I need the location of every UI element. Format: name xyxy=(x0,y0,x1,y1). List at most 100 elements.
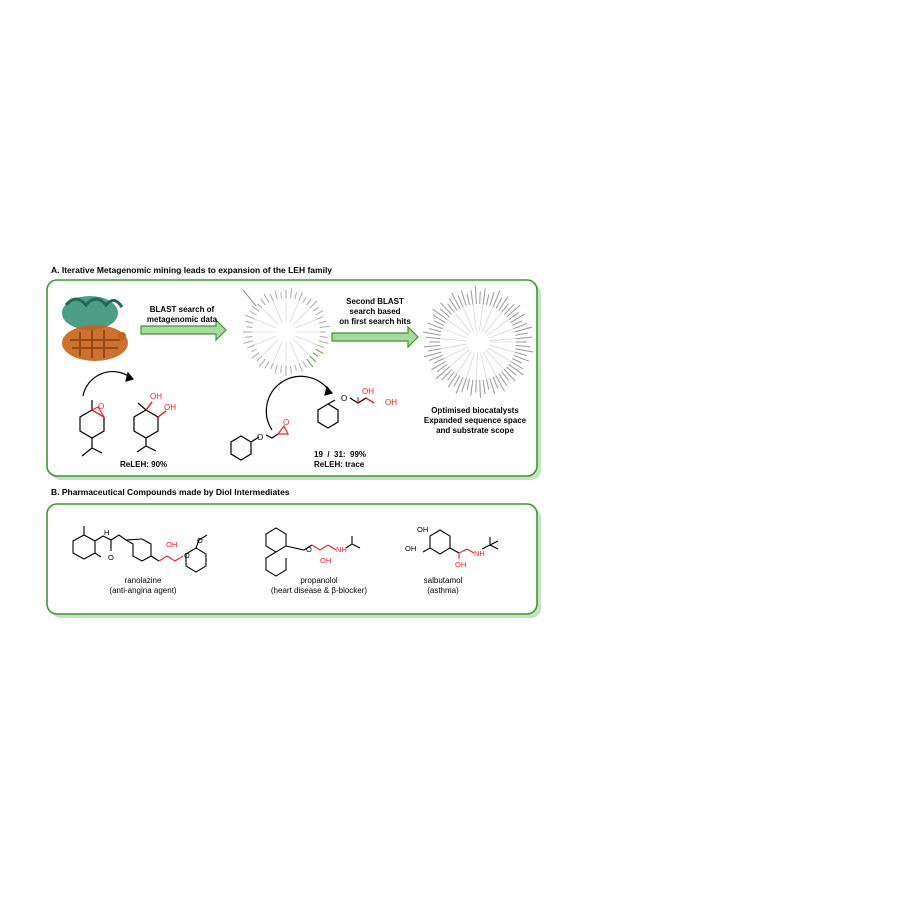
tree-leaf xyxy=(512,358,523,364)
tree-leaf xyxy=(274,364,278,374)
tree-leaf xyxy=(515,344,531,348)
tree-branch xyxy=(261,307,279,325)
tree-leaf xyxy=(457,295,464,308)
arrow1-label-line2: metagenomic data xyxy=(147,315,218,324)
tree-branch xyxy=(272,341,283,364)
tree-leaf xyxy=(461,377,467,392)
tree-leaf xyxy=(515,332,528,336)
tree-leaf xyxy=(503,303,515,315)
tree-leaf xyxy=(482,379,486,394)
reaction2-yield-line1: 19 / 31: 99% xyxy=(314,450,366,459)
propanolol-use: (heart disease & β-blocker) xyxy=(271,586,368,595)
tree-leaf xyxy=(309,300,318,309)
tree-leaf xyxy=(289,288,293,299)
ranolazine-methoxy-o: O xyxy=(197,536,203,545)
tree-leaf xyxy=(269,293,274,301)
salbutamol-name: salbutamol xyxy=(424,576,463,585)
tree-leaf xyxy=(479,291,481,305)
tree-leaf xyxy=(319,325,330,329)
protein-structure-image xyxy=(62,296,128,361)
tree-leaf xyxy=(498,296,509,311)
reaction2-substrate-epoxide-o: O xyxy=(283,418,289,427)
tree-leaf xyxy=(470,290,474,305)
tree-leaf xyxy=(453,375,461,387)
tree-branch xyxy=(465,352,475,379)
tree-leaf xyxy=(247,344,255,349)
tree-leaf xyxy=(512,320,523,326)
reaction-1-scheme xyxy=(79,371,167,457)
tree-leaf xyxy=(309,355,317,363)
tree-leaf xyxy=(495,297,503,309)
tree-leaf xyxy=(289,365,292,374)
tree-leaf xyxy=(492,290,501,308)
tree-leaf xyxy=(447,303,455,313)
tree-leaf xyxy=(427,322,443,330)
propanolol-o: O xyxy=(306,545,312,554)
tree-leaf xyxy=(423,344,441,348)
tree-branch xyxy=(489,338,516,342)
salbutamol-hydroxymethyl-oh: OH xyxy=(405,544,416,553)
propanolol-oh: OH xyxy=(320,556,331,565)
tree-branch xyxy=(254,318,277,329)
tree-leaf xyxy=(447,371,455,381)
tree-branch xyxy=(480,353,487,380)
tree-branch xyxy=(483,351,497,376)
blast-arrow-1 xyxy=(140,318,227,342)
ranolazine-name: ranolazine xyxy=(125,576,162,585)
ranolazine-structure xyxy=(72,526,208,573)
salbutamol-use: (asthma) xyxy=(427,586,459,595)
tree-branch xyxy=(479,304,484,331)
tree-leaf xyxy=(513,323,528,330)
tree-leaf xyxy=(466,378,471,390)
tree-leaf xyxy=(302,361,307,368)
tree-leaf xyxy=(433,320,444,326)
reaction1-yield: ReLEH: 90% xyxy=(120,460,167,469)
tree-leaf xyxy=(431,361,446,371)
tree-leaf xyxy=(318,340,329,344)
reaction-2-scheme xyxy=(230,375,375,461)
tree-leaf xyxy=(482,288,486,305)
tree-leaf xyxy=(448,297,458,311)
tree-leaf xyxy=(294,292,298,300)
tree-branch xyxy=(462,306,474,332)
tree-leaf xyxy=(312,352,319,357)
tree-leaf xyxy=(251,348,257,353)
tree-leaf xyxy=(306,298,312,306)
salbutamol-nh: NH xyxy=(474,549,485,558)
substrate-epoxide-o: O xyxy=(98,402,104,411)
propanolol-nh: NH xyxy=(336,545,347,554)
tree-leaf xyxy=(270,363,274,370)
tree-branch xyxy=(488,344,515,353)
tree-branch xyxy=(456,351,472,374)
tree-leaf xyxy=(479,379,482,398)
tree-branch xyxy=(289,300,300,323)
tree-leaf xyxy=(432,308,448,321)
tree-leaf xyxy=(315,310,324,316)
tree-leaf xyxy=(245,320,254,324)
tree-leaf xyxy=(250,311,257,316)
tree-leaf xyxy=(514,351,527,356)
salbutamol-oh: OH xyxy=(455,560,466,569)
tree-leaf xyxy=(260,298,266,306)
product2-oh-1: OH xyxy=(362,387,374,396)
tree-leaf xyxy=(489,377,496,394)
tree-leaf xyxy=(436,363,448,373)
tree-leaf xyxy=(245,335,253,338)
tree-branch xyxy=(454,312,472,334)
tree-leaf xyxy=(294,364,297,371)
tree-leaf xyxy=(422,331,441,336)
tree-branch xyxy=(261,339,279,357)
tree-leaf xyxy=(258,358,266,368)
tree-leaf xyxy=(489,292,495,307)
tree-leaf xyxy=(243,340,254,344)
panel-b-frame xyxy=(46,503,538,615)
tree-leaf xyxy=(302,297,307,303)
tree-leaf xyxy=(485,378,490,390)
salbutamol-structure xyxy=(422,529,499,559)
tree-leaf xyxy=(492,376,499,389)
tree-leaf xyxy=(306,358,314,368)
tree-leaf xyxy=(315,348,324,354)
tree-leaf xyxy=(435,366,450,380)
tree-leaf xyxy=(280,365,283,373)
tree-leaf xyxy=(433,358,444,364)
